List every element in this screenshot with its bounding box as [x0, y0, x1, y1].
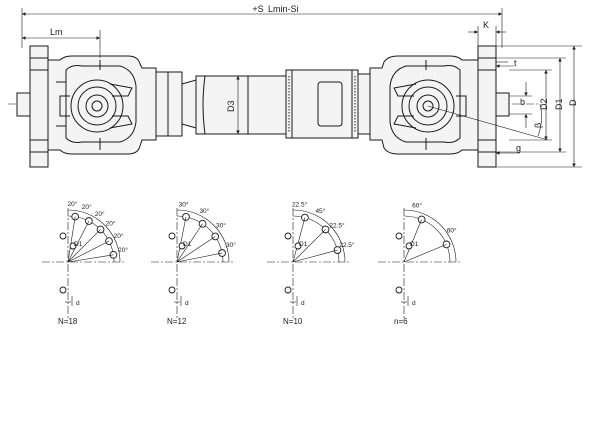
dim-d2-label: D2 [539, 98, 549, 110]
angle-label: 20° [118, 246, 128, 254]
top-labels: +S . Lmin-Si Lm K t b D2 D1 D β g D3 [50, 4, 578, 153]
dim-lm-label: Lm [50, 27, 63, 37]
bolt-pattern-4: 60° 60° D1 d n=6 [378, 202, 460, 326]
left-spigot [16, 92, 31, 117]
angle-label: 22.5° [339, 241, 355, 249]
d1-label: D1 [74, 241, 83, 248]
angle-label: 30° [216, 221, 226, 229]
dim-k-label: K [483, 20, 489, 30]
dim-d3-label: D3 [226, 100, 236, 112]
left-flange [29, 45, 49, 168]
d1-label: D1 [299, 241, 308, 248]
angle-label: 20° [114, 232, 124, 240]
center-tube [195, 75, 287, 135]
dim-b-label: b [520, 97, 525, 107]
pattern-caption: N=10 [283, 317, 303, 326]
angle-label: 30° [226, 241, 236, 249]
angle-label: 20° [106, 220, 116, 228]
angle-label: 60° [447, 227, 457, 235]
angle-label: 22.5° [292, 200, 308, 208]
angle-label: 30° [199, 207, 209, 215]
right-bearing [401, 79, 455, 133]
top-dimensions [21, 8, 506, 58]
d-label: d [301, 300, 305, 307]
right-dimensions [236, 45, 582, 168]
dim-d-label: D [568, 99, 578, 106]
angle-label: 22.5° [329, 221, 345, 229]
angle-label: 20° [67, 200, 77, 208]
dim-s-label: +S [252, 4, 263, 14]
dim-g-label: g [516, 143, 521, 153]
left-bearing [70, 79, 124, 133]
left-neck [155, 71, 183, 137]
bolt-pattern-3: 22.5° 45° 22.5° 22.5° D1 dN=10 [267, 200, 355, 326]
pattern-caption: N=18 [58, 317, 78, 326]
angle-label: 45° [315, 207, 325, 215]
bolt-patterns: 20°20°20°20°20°20°D1dN=1830°30°30°30°D1d… [42, 200, 460, 326]
d-label: d [185, 300, 189, 307]
d1-label: D1 [183, 241, 192, 248]
pattern-caption: N=12 [167, 317, 187, 326]
right-flange [477, 45, 497, 168]
angle-label: 30° [179, 200, 189, 208]
dim-beta-label: β [533, 123, 543, 128]
dim-d1-label: D1 [554, 98, 564, 110]
pattern-caption: n=6 [394, 317, 408, 326]
angle-label: 20° [82, 203, 92, 211]
right-yoke [369, 55, 479, 155]
angle-label: 20° [95, 210, 105, 218]
angle-label: 60° [412, 202, 422, 210]
d-label: d [412, 300, 416, 307]
shaft-assembly [8, 45, 540, 168]
bolt-hole [211, 232, 220, 241]
d1-label: D1 [410, 241, 419, 248]
dim-t-label: t [514, 58, 517, 68]
spline-sleeve [285, 69, 359, 139]
bolt-pattern-2: 30° 30° 30° 30° D1 dN=12 [151, 200, 236, 326]
dim-lmin-label: Lmin-Si [268, 4, 299, 14]
d-label: d [76, 300, 80, 307]
right-spigot [495, 92, 510, 117]
